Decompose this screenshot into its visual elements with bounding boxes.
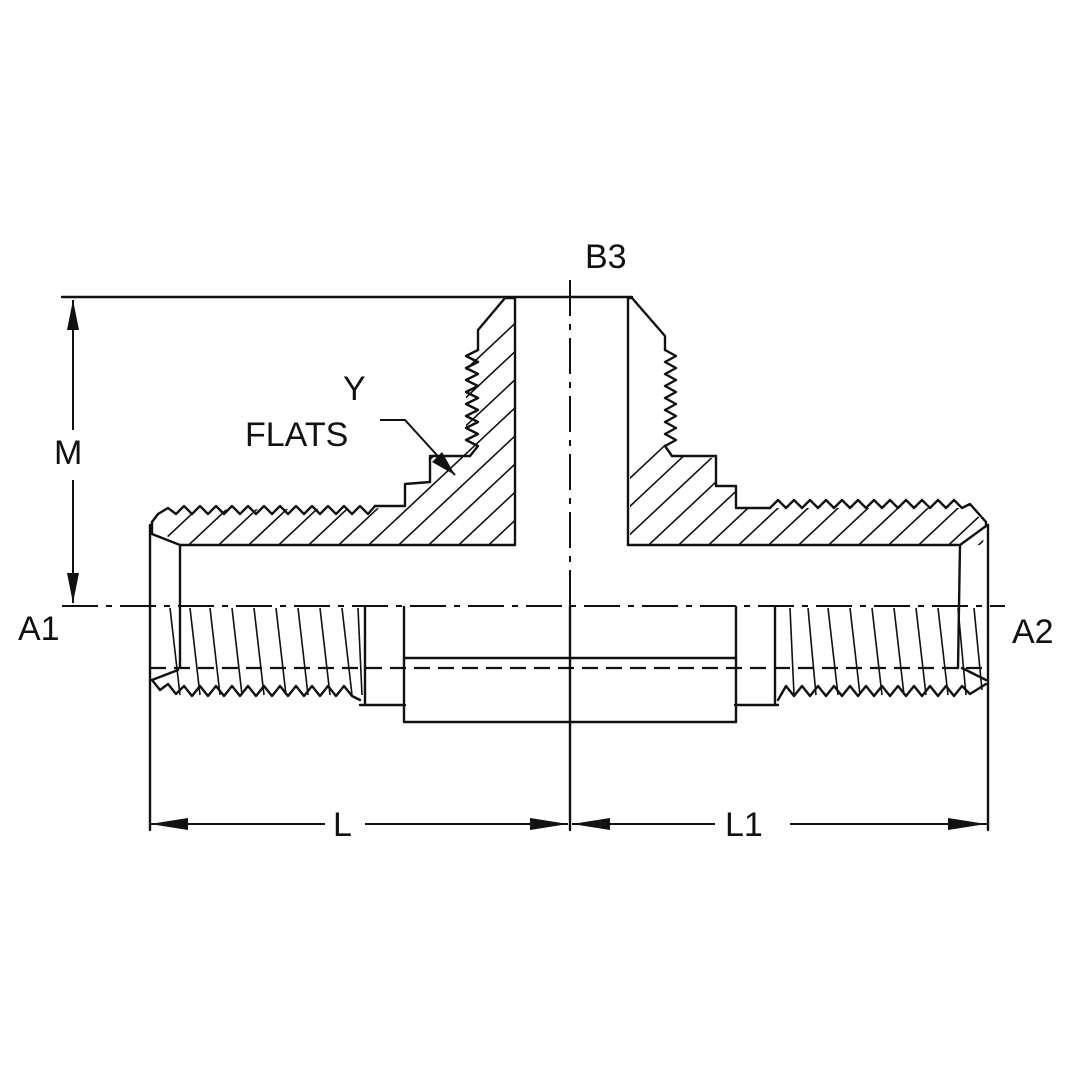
dimension-m	[67, 300, 79, 603]
right-end	[733, 523, 990, 832]
dimension-l1	[572, 818, 988, 830]
label-m-dimension: M	[54, 434, 83, 472]
body-outline-right	[626, 296, 988, 547]
label-flats-y: Y	[343, 370, 366, 408]
label-l-dimension: L	[333, 806, 352, 844]
label-a1-port: A1	[18, 610, 60, 648]
section-hatch-right	[630, 299, 985, 545]
left-end	[148, 523, 407, 832]
dimension-l	[150, 818, 568, 830]
section-hatch-left	[152, 299, 515, 545]
label-l1-dimension: L1	[725, 806, 763, 844]
flats-leader	[380, 419, 456, 476]
body-outline-left	[150, 296, 517, 547]
label-flats: FLATS	[245, 416, 349, 454]
label-b3-port: B3	[585, 238, 627, 276]
label-a2-port: A2	[1012, 613, 1054, 651]
